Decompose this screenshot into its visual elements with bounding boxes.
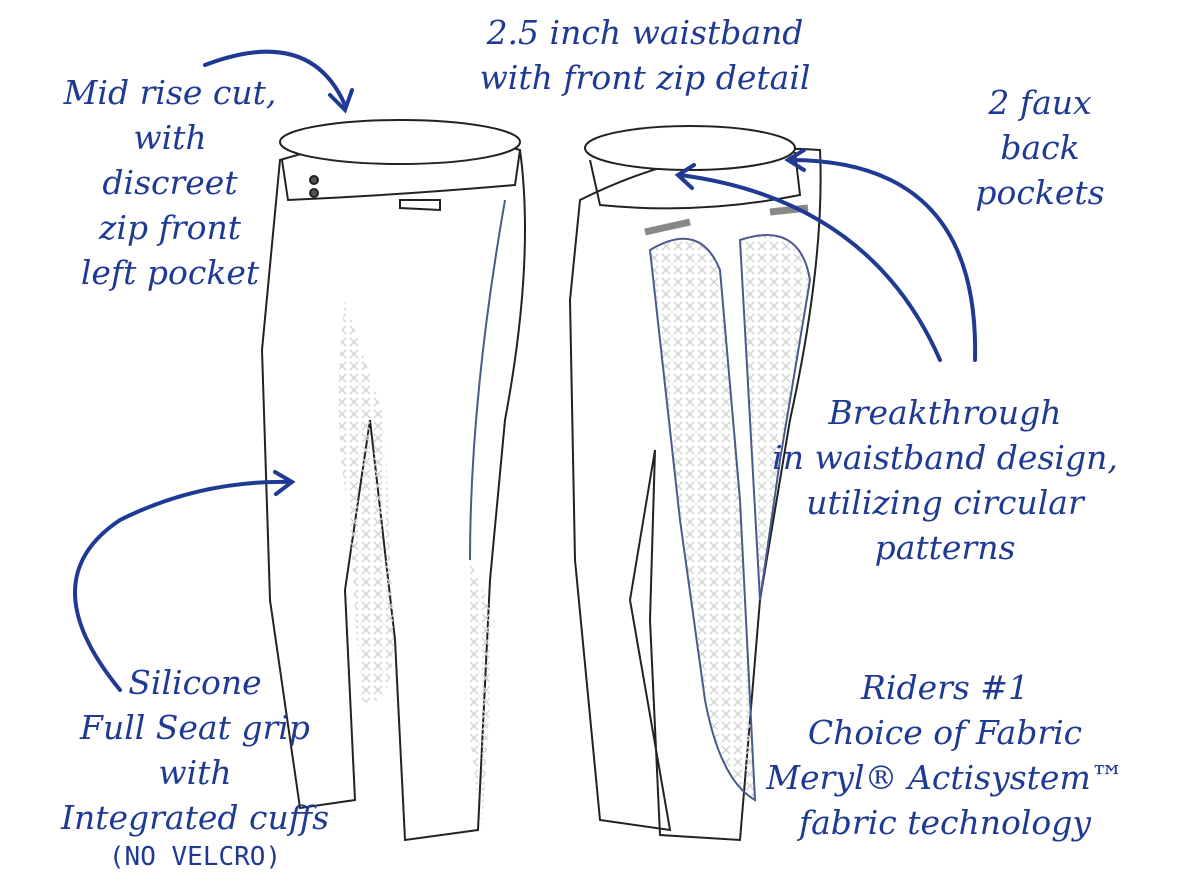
front-view-breeches xyxy=(260,119,526,842)
callout-line: with xyxy=(133,118,207,157)
arrow-icon xyxy=(678,173,942,362)
callout-line: in waistband design, xyxy=(772,438,1118,477)
arrow-icon xyxy=(73,479,292,692)
callout-line: Mid rise cut, xyxy=(63,73,277,112)
callout-line: 2 faux xyxy=(988,83,1092,122)
callout-line: fabric technology xyxy=(798,803,1092,842)
callout-breakthrough: Breakthrough in waistband design, utiliz… xyxy=(770,390,1120,570)
back-view-breeches xyxy=(568,125,822,842)
callout-line: pockets xyxy=(975,173,1105,212)
callout-line: Silicone xyxy=(128,663,262,702)
callout-fabric: Riders #1 Choice of Fabric Meryl® Actisy… xyxy=(760,665,1130,845)
callout-line: zip front xyxy=(99,208,241,247)
callout-line: back xyxy=(1000,128,1080,167)
callout-line: Riders #1 xyxy=(861,668,1029,707)
callout-line: patterns xyxy=(874,528,1016,567)
callout-note: (NO VELCRO) xyxy=(108,842,282,872)
callout-line: left pocket xyxy=(80,253,260,292)
arrow-icon xyxy=(203,49,347,107)
callout-line: Meryl® Actisystem™ xyxy=(766,758,1124,797)
callout-line: 2.5 inch waistband xyxy=(486,13,804,52)
callout-arrows xyxy=(73,49,978,692)
callout-line: with xyxy=(158,753,232,792)
callout-line: with front zip detail xyxy=(479,58,811,97)
callout-line: utilizing circular xyxy=(806,483,1084,522)
callout-back-pockets: 2 faux back pockets xyxy=(960,80,1120,215)
front-grip-panel xyxy=(338,300,394,703)
callout-line: Breakthrough xyxy=(828,393,1062,432)
callout-silicone: Silicone Full Seat grip with Integrated … xyxy=(40,660,350,874)
callout-waistband: 2.5 inch waistband with front zip detail xyxy=(440,10,850,100)
callout-line: Integrated cuffs xyxy=(60,798,330,837)
arrow-icon xyxy=(788,158,978,362)
callout-line: Choice of Fabric xyxy=(807,713,1083,752)
callout-line: Full Seat grip xyxy=(80,708,310,747)
callout-mid-rise: Mid rise cut, with discreet zip front le… xyxy=(40,70,300,295)
callout-line: discreet xyxy=(102,163,238,202)
